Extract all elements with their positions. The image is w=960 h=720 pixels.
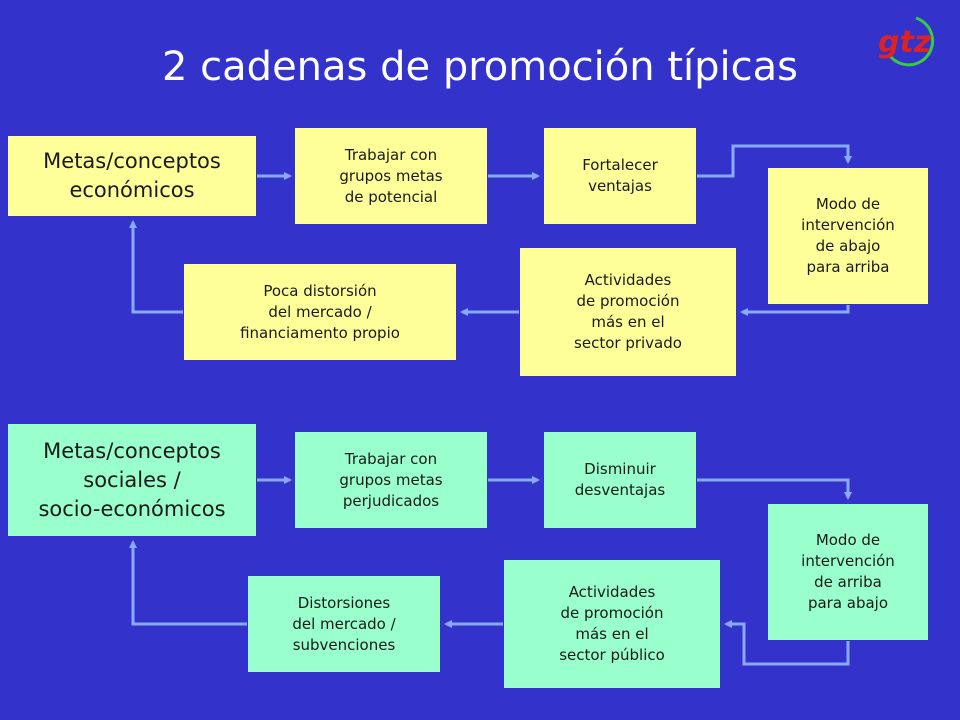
economic-step-strengthen: Fortalecer ventajas [544, 128, 696, 224]
economic-step-distortion: Poca distorsión del mercado / financiame… [184, 264, 456, 360]
economic-step-activities: Actividades de promoción más en el secto… [520, 248, 736, 376]
page-title: 2 cadenas de promoción típicas [162, 44, 798, 90]
arrow-eco-step3-to-step4 [740, 305, 850, 316]
gtz-logo-icon: gtz [878, 16, 935, 67]
arrow-eco-step2-to-step3 [697, 144, 852, 178]
social-step-distortion: Distorsiones del mercado / subvenciones [248, 576, 440, 672]
social-step-intervention: Modo de intervención de arriba para abaj… [768, 504, 928, 640]
economic-goal-box: Metas/conceptos económicos [8, 136, 256, 216]
arrow-eco-step5-to-goal [129, 220, 183, 314]
economic-step-target-groups: Trabajar con grupos metas de potencial [295, 128, 487, 224]
logo-text: gtz [878, 25, 932, 60]
arrow-soc-step3-to-step4 [724, 620, 850, 666]
economic-step-intervention: Modo de intervención de abajo para arrib… [768, 168, 928, 304]
social-step-activities: Actividades de promoción más en el secto… [504, 560, 720, 688]
arrow-soc-step2-to-step3 [697, 478, 852, 500]
social-step-reduce: Disminuir desventajas [544, 432, 696, 528]
arrow-soc-step5-to-goal [129, 540, 247, 626]
social-step-target-groups: Trabajar con grupos metas perjudicados [295, 432, 487, 528]
social-goal-box: Metas/conceptos sociales / socio-económi… [8, 424, 256, 536]
